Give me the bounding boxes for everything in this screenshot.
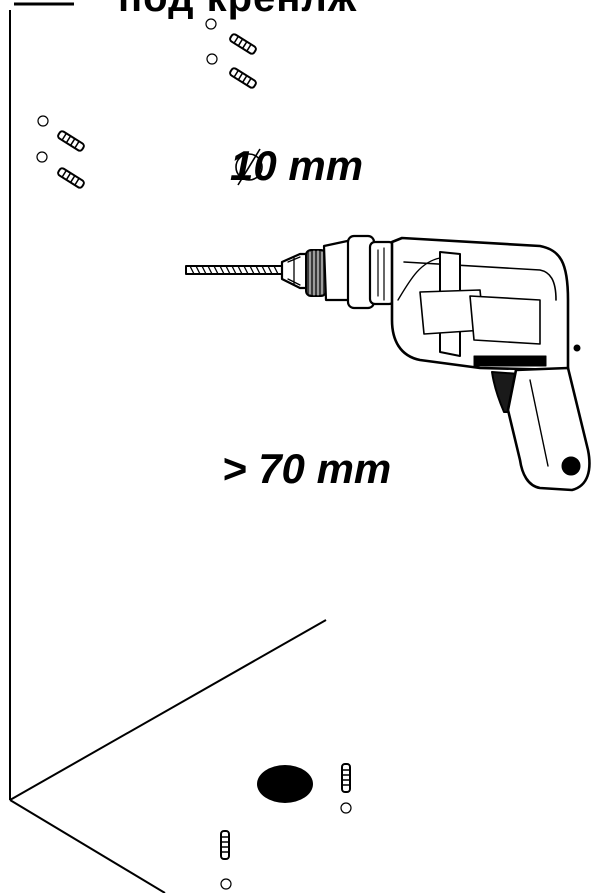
drilled-hole [257,765,313,803]
drill-chuck-collar [305,249,327,297]
drill-lock-button [561,456,581,476]
dowel-icon [229,33,257,55]
dowel-icon [341,763,351,793]
hole-circle [205,18,217,30]
cabinet-outline [9,10,327,893]
hole-circle [220,878,232,890]
cabinet-front-floor-edge [9,799,166,893]
dowel-icon [229,67,257,89]
dowel-icon [57,130,85,152]
dowel-icon [220,830,230,860]
header-title: под кренлж [118,0,357,18]
hole-circle [37,115,49,127]
diameter-annotation: 10 mm [230,145,363,187]
drill-icon [185,234,591,492]
hole-circle [36,151,48,163]
hole-circle [206,53,218,65]
diameter-icon [235,148,263,186]
cabinet-back-floor-edge [9,619,327,801]
depth-value: > 70 mm [222,445,392,492]
dowel-icon [57,167,85,189]
dowel-group-top [205,18,257,89]
drill-bit [185,265,287,275]
dowel-group-left [36,115,85,189]
hole-circle [340,802,352,814]
